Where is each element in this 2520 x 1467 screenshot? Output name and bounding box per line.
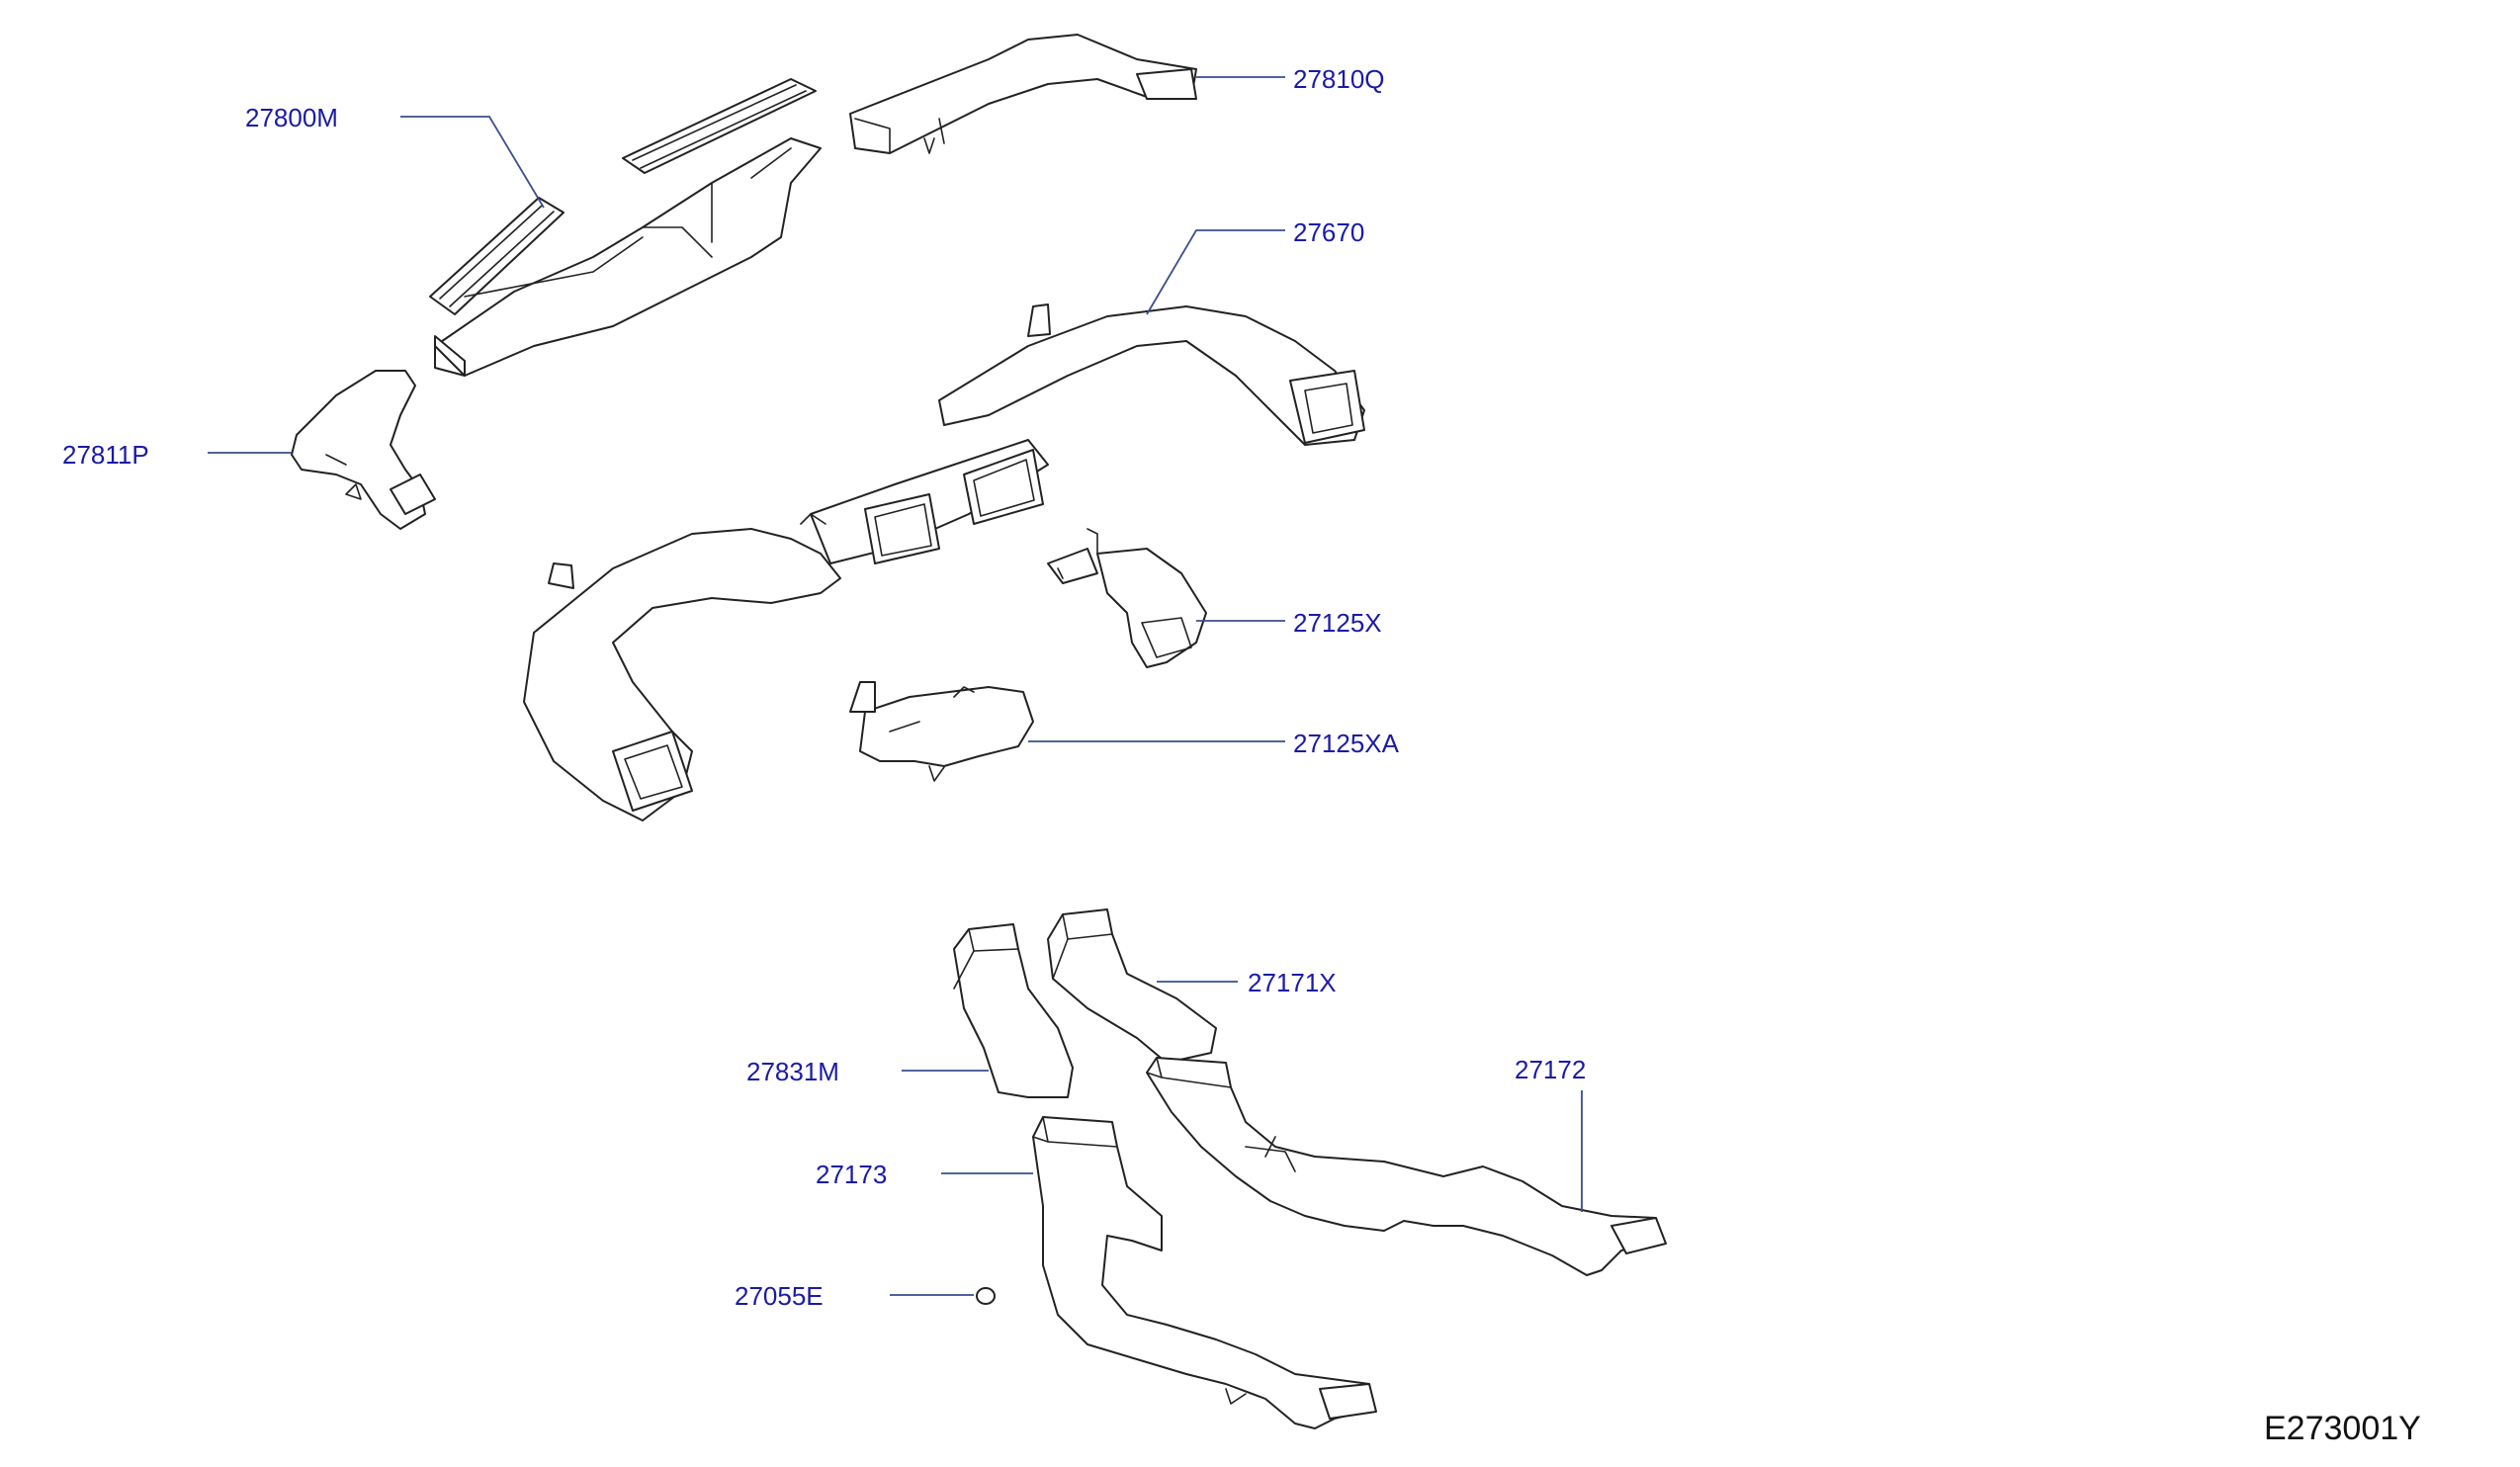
label-27125xa: 27125XA — [1293, 729, 1400, 758]
label-27125x: 27125X — [1293, 608, 1382, 638]
label-27831m: 27831M — [746, 1057, 839, 1086]
leader-lines — [208, 76, 1583, 1296]
label-27055e: 27055E — [735, 1281, 824, 1311]
label-27810q: 27810Q — [1293, 64, 1385, 94]
part-27173-drawing — [1032, 1116, 1377, 1429]
part-27172-drawing — [1146, 1057, 1667, 1276]
part-27800m-drawing — [429, 78, 822, 377]
part-27831m-drawing — [953, 923, 1074, 1098]
label-27173: 27173 — [816, 1160, 887, 1189]
label-27172: 27172 — [1515, 1055, 1586, 1084]
label-27171x: 27171X — [1248, 968, 1337, 997]
label-27800m: 27800M — [245, 103, 338, 132]
label-27670: 27670 — [1293, 217, 1364, 247]
leader-27800m — [400, 116, 545, 209]
part-27670-drawing — [523, 303, 1365, 821]
part-27125xa-drawing — [849, 681, 1034, 782]
part-27125x-drawing — [1047, 528, 1207, 668]
part-27811p-drawing — [291, 370, 436, 530]
label-27811p: 27811P — [62, 440, 149, 470]
leader-27670 — [1146, 229, 1285, 315]
diagram-code: E273001Y — [2264, 1410, 2421, 1447]
part-27810q-drawing — [849, 34, 1197, 154]
part-labels: 27800M 27810Q 27670 27811P 27125X 27125X… — [62, 64, 1586, 1311]
part-27171x-drawing — [1047, 908, 1217, 1064]
part-27055e-drawing — [976, 1287, 996, 1305]
